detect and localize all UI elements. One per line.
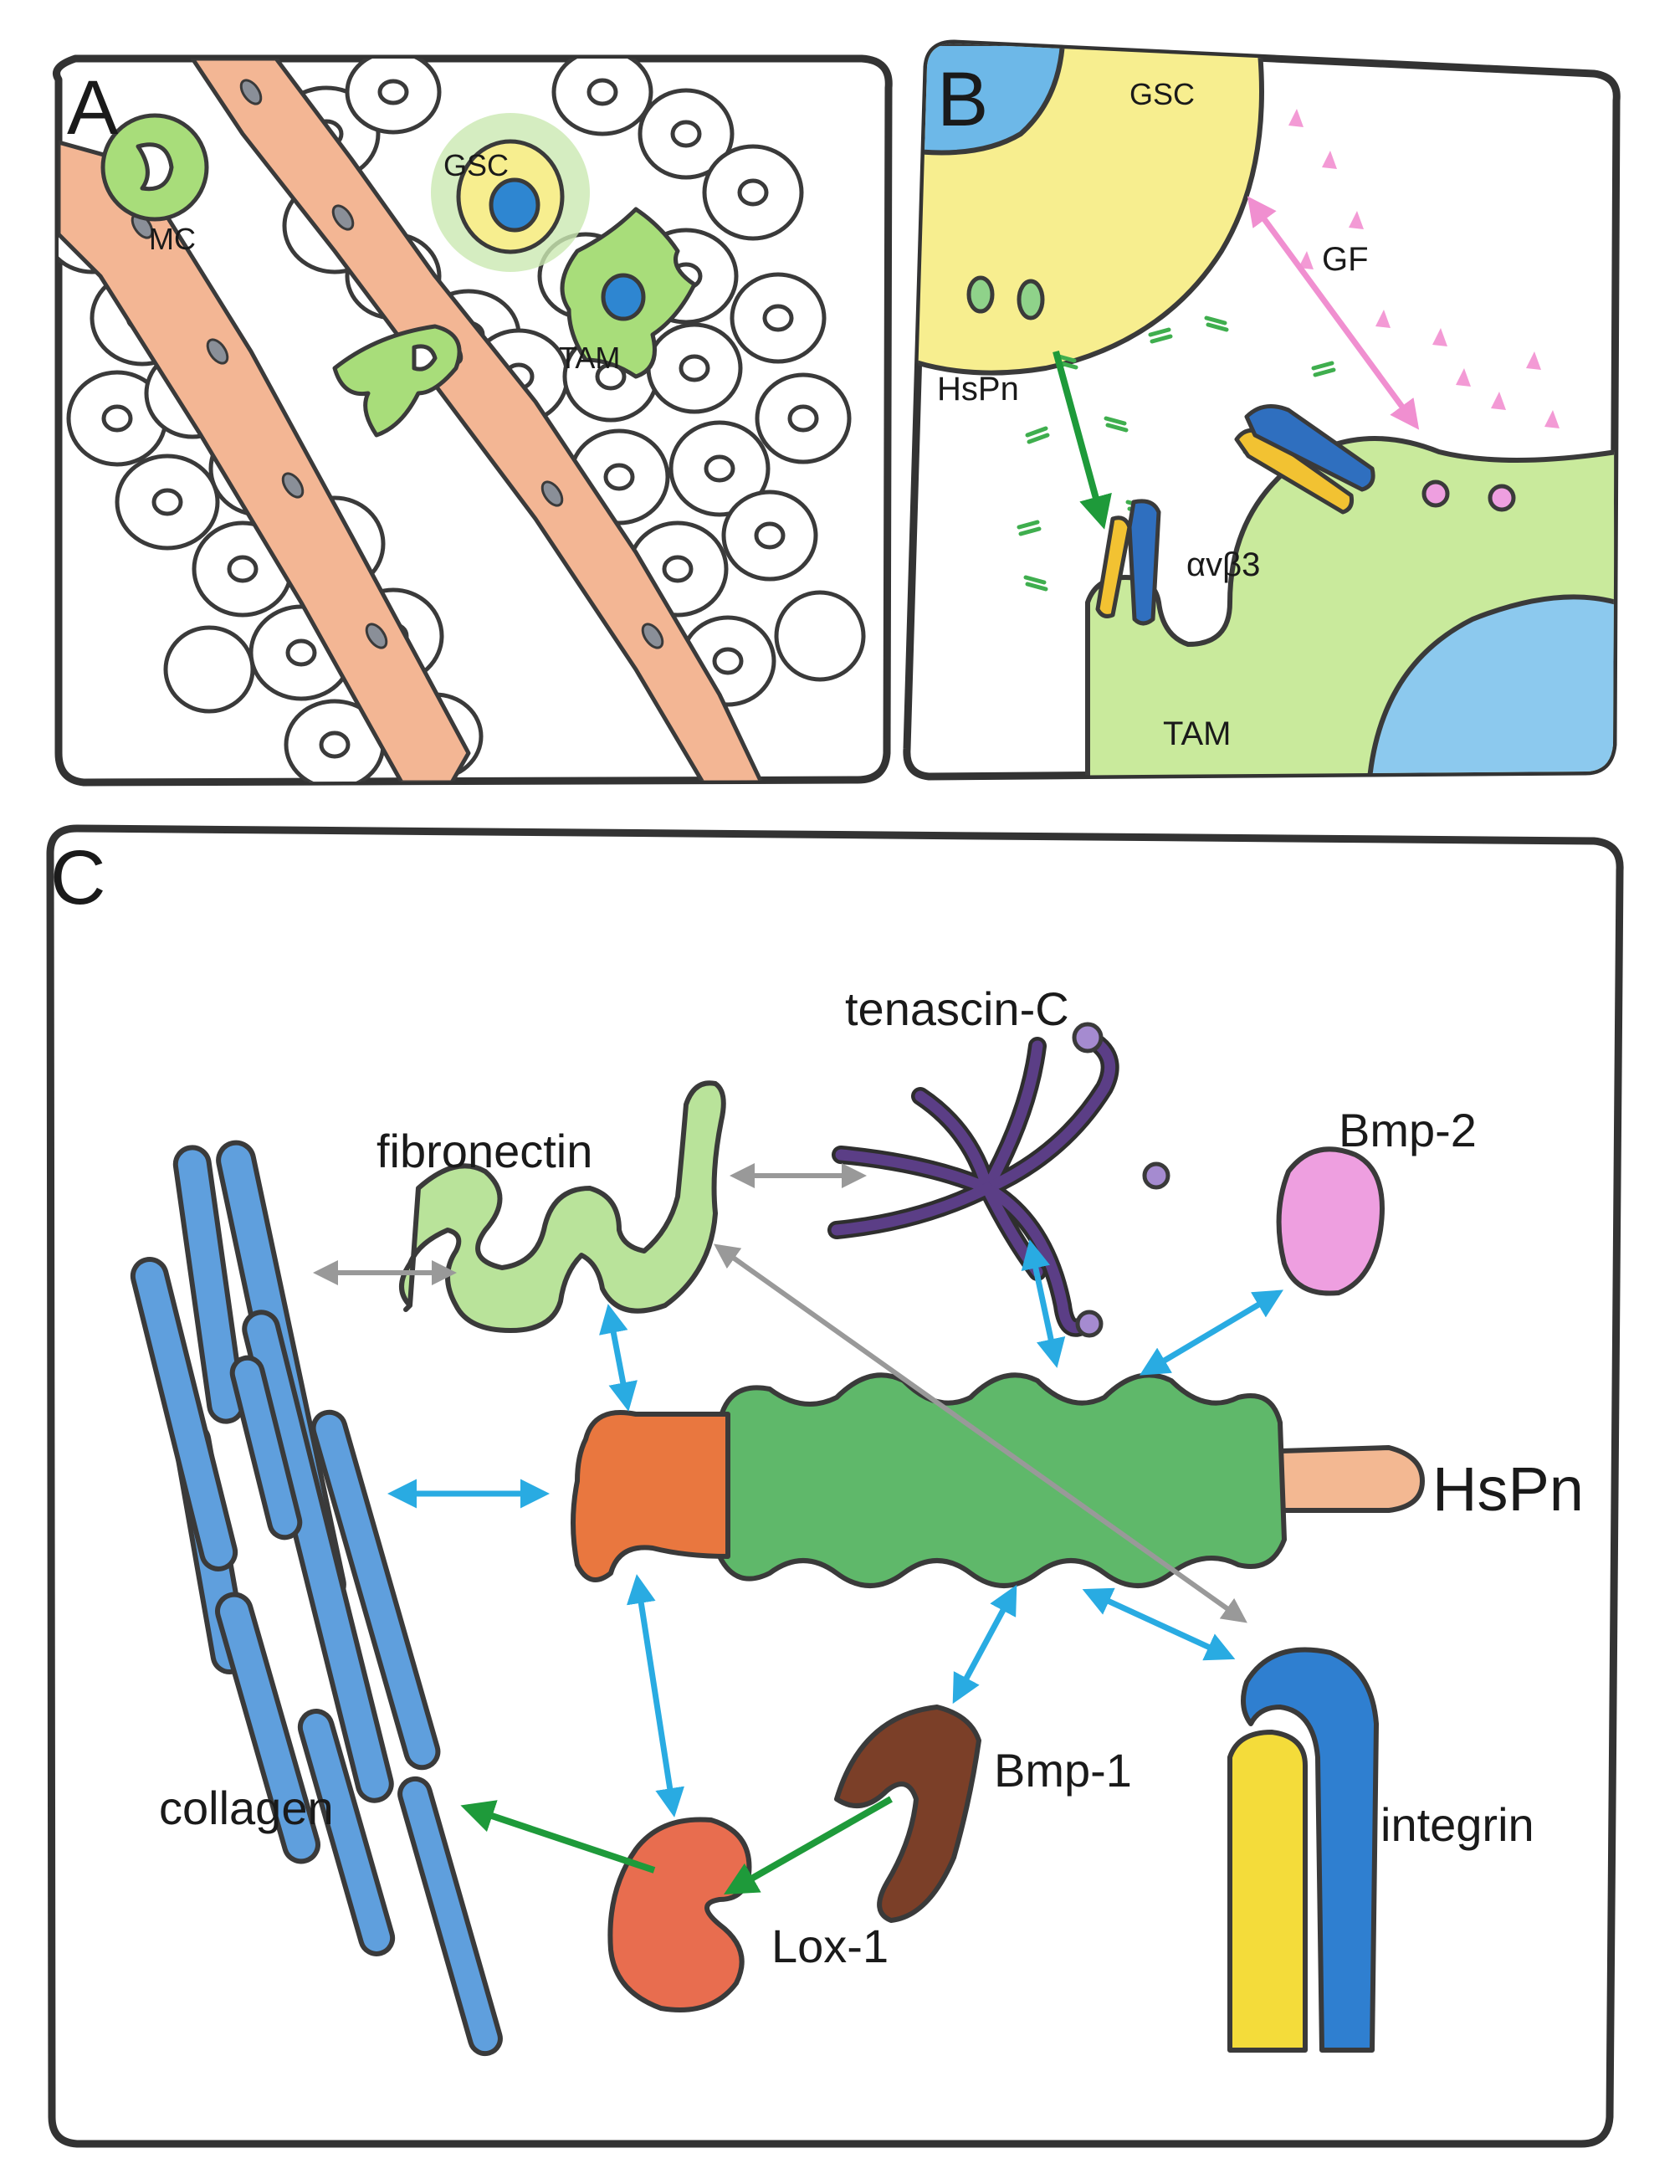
vessel-right	[190, 59, 764, 782]
fibronectin-label: fibronectin	[376, 1125, 592, 1177]
mc-cell	[100, 113, 209, 222]
bmp2-label: Bmp-2	[1339, 1104, 1477, 1156]
bmp2-molecule	[1276, 1146, 1385, 1296]
panel-a-letter: A	[67, 65, 119, 151]
tam-label-a: TAM	[559, 341, 620, 375]
panel-a: A MC GSC TAM	[53, 54, 893, 787]
integrin-molecule	[1227, 1647, 1379, 2053]
integrin-receptor-left	[1095, 499, 1161, 626]
vessel-left	[56, 140, 471, 782]
gf-label: GF	[1322, 241, 1369, 278]
tam-label-b: TAM	[1163, 715, 1231, 752]
gsc-vesicle-2	[1017, 279, 1045, 320]
bmp1-molecule	[834, 1705, 981, 1923]
migrating-cell	[332, 324, 462, 438]
tam-cell	[560, 207, 697, 379]
mc-label: MC	[149, 222, 196, 256]
tam-vesicle-2	[1488, 484, 1516, 512]
gsc-cell	[431, 113, 590, 272]
gsc-nucleus	[906, 44, 1065, 156]
arrow-fibronectin-hspn	[599, 1304, 638, 1412]
arrow-bmp1-lox1	[724, 1796, 893, 1894]
integrin-label-b: αvβ3	[1186, 546, 1260, 583]
lox1-label: Lox-1	[771, 1920, 889, 1972]
panel-c: C tenascin-C fibronectin Bmp-2 HsPn coll…	[46, 824, 1624, 2148]
gsc-vesicle-1	[966, 275, 995, 314]
arrow-lox1-collagen	[460, 1800, 656, 1874]
gsc-label-a: GSC	[443, 148, 509, 182]
bmp1-label: Bmp-1	[994, 1744, 1132, 1797]
hspn-label-c: HsPn	[1432, 1454, 1584, 1524]
tam-nucleus	[1365, 594, 1617, 777]
panel-b-letter: B	[937, 57, 988, 142]
arrow-hspn-integrin	[1082, 1587, 1236, 1661]
panel-b: B GSC GF HsPn αvβ3 TAM	[903, 39, 1621, 781]
hspn-label-b: HsPn	[937, 371, 1019, 408]
arrow-tenascin-hspn	[1021, 1239, 1066, 1368]
gf-arrow	[1247, 196, 1420, 430]
tenascin-label: tenascin-C	[845, 982, 1069, 1035]
hspn-arrow	[1053, 350, 1112, 530]
arrow-bmp2-hspn	[1139, 1289, 1284, 1376]
gsc-label-b: GSC	[1129, 77, 1195, 111]
interaction-arrows	[313, 1163, 1284, 1894]
collagen-label: collagen	[159, 1782, 334, 1834]
panel-c-letter: C	[50, 835, 105, 920]
tam-vesicle-1	[1421, 479, 1450, 508]
arrow-hspn-lox1	[627, 1574, 684, 1817]
collagen-fibrils	[130, 1140, 503, 2057]
integrin-label-c: integrin	[1380, 1798, 1534, 1851]
arrow-fibronectin-integrin	[714, 1243, 1247, 1623]
fibronectin-molecule	[399, 1080, 726, 1333]
arrow-hspn-bmp1	[952, 1584, 1017, 1705]
